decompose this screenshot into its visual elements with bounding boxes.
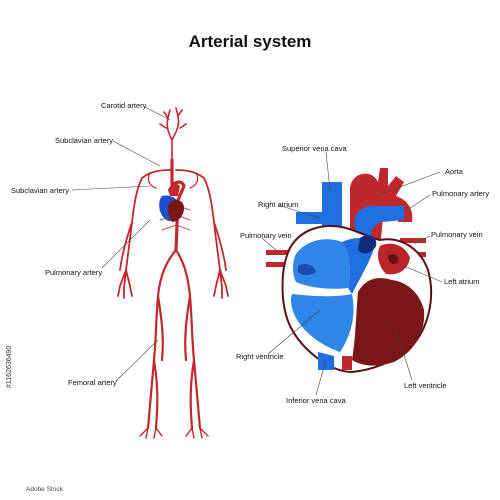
label-inferior-vena-cava: Inferior vena cava <box>286 396 346 405</box>
pulmonary-valve-dark <box>358 235 377 254</box>
heart-leader-lines <box>261 151 443 396</box>
label-left-ventricle: Left ventricle <box>404 381 447 390</box>
right-atrium-chamber <box>293 239 350 289</box>
body-leader-lines <box>71 106 171 382</box>
body-heart <box>159 183 184 222</box>
label-femoral-artery: Femoral artery <box>68 378 117 387</box>
pulmonary-vein-right-stubs <box>400 238 426 243</box>
stock-id: #1162636490 <box>6 345 13 388</box>
pulmonary-vein-left-stubs <box>266 250 296 255</box>
label-aorta: Aorta <box>445 167 463 176</box>
heart-illustration <box>266 168 433 374</box>
label-superior-vena-cava: Superior vena cava <box>282 144 347 153</box>
label-subclavian-artery-lower: Subclavian artery <box>11 186 69 195</box>
brand-text: Adobe Stock <box>26 486 63 493</box>
right-ventricle-chamber <box>290 294 354 352</box>
page-title: Arterial system <box>188 32 312 51</box>
label-right-ventricle: Right ventricle <box>236 352 284 361</box>
label-pulmonary-vein-right: Pulmonary vein <box>431 230 483 239</box>
left-arm-arteries <box>117 169 171 299</box>
carotid-branches <box>159 107 187 161</box>
body-arterial-tree <box>117 107 229 439</box>
leg-arteries <box>146 248 202 430</box>
left-ventricle-chamber <box>352 278 425 366</box>
label-right-atrium: Right atrium <box>258 200 299 209</box>
label-left-atrium: Left atrium <box>444 277 480 286</box>
shoulder-branches <box>147 172 199 189</box>
descending-aorta-shape <box>342 356 352 370</box>
label-pulmonary-artery-body: Pulmonary artery <box>45 268 103 277</box>
label-subclavian-artery-upper: Subclavian artery <box>55 136 113 145</box>
feet-arteries <box>139 427 209 439</box>
right-arm-arteries <box>175 169 229 299</box>
label-pulmonary-artery-heart: Pulmonary artery <box>432 189 490 198</box>
label-pulmonary-vein-left: Pulmonary vein <box>240 231 292 240</box>
label-carotid-artery: Carotid artery <box>101 101 147 110</box>
